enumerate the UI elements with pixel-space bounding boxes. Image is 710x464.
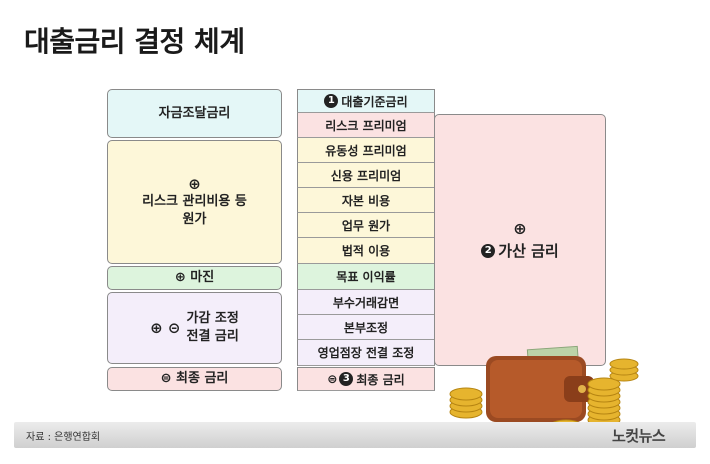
risk-costs-label-line2: 원가	[182, 212, 207, 227]
risk-costs-label-line1: 리스크 관리비용 등	[142, 194, 247, 209]
base-rate-cell: 1 대출기준금리	[297, 89, 435, 113]
page-title: 대출금리 결정 체계	[24, 25, 245, 58]
footer-bar	[14, 422, 696, 448]
plus-icon: ⊕	[513, 219, 527, 238]
middle-row: 부수거래감면	[297, 290, 435, 315]
middle-row: 업무 원가	[297, 213, 435, 238]
margin-box: ⊕ 마진	[107, 266, 282, 290]
middle-row-label: 본부조정	[343, 320, 389, 335]
spread-rate-label: 가산 금리	[498, 242, 559, 260]
left-final-rate-box: ⊜ 최종 금리	[107, 367, 282, 391]
middle-row-label: 목표 이익률	[336, 270, 396, 284]
middle-row-label: 영업점장 전결 조정	[317, 346, 415, 360]
adjust-box: ⊕ ⊝ 가감 조정 전결 금리	[107, 292, 282, 364]
adjust-label-line1: 가감 조정	[186, 311, 239, 326]
middle-final-rate-cell: ⊜ 3 최종 금리	[297, 367, 435, 391]
middle-row: 목표 이익률	[297, 264, 435, 290]
middle-row-label: 리스크 프리미엄	[325, 118, 407, 133]
middle-row: 영업점장 전결 조정	[297, 340, 435, 366]
source-text: 자료 : 은행연합회	[26, 432, 101, 443]
middle-row: 리스크 프리미엄	[297, 113, 435, 138]
equals-icon: ⊜	[327, 372, 338, 386]
margin-label: ⊕ 마진	[174, 270, 215, 285]
news-logo: 노컷뉴스	[612, 427, 666, 445]
middle-row: 법적 이용	[297, 238, 435, 264]
plus-icon: ⊕	[188, 175, 201, 193]
middle-row: 유동성 프리미엄	[297, 138, 435, 163]
left-final-rate-label: ⊜ 최종 금리	[160, 371, 229, 386]
number-two-icon: 2	[481, 243, 496, 258]
adjust-label-line2: 전결 금리	[186, 329, 239, 344]
funding-rate-label: 자금조달금리	[158, 105, 231, 121]
middle-row-label: 법적 이용	[341, 244, 391, 258]
base-rate-label: 대출기준금리	[341, 94, 408, 109]
risk-costs-box: ⊕ 리스크 관리비용 등 원가	[107, 140, 282, 264]
funding-rate-box: 자금조달금리	[107, 89, 282, 138]
middle-row: 신용 프리미엄	[297, 163, 435, 188]
plus-minus-icon: ⊕ ⊝	[150, 319, 181, 337]
number-three-icon: 3	[339, 372, 354, 386]
middle-row: 자본 비용	[297, 188, 435, 213]
middle-row-label: 신용 프리미엄	[330, 168, 402, 183]
middle-final-rate-label: 최종 금리	[356, 372, 405, 387]
middle-row: 본부조정	[297, 315, 435, 340]
number-one-icon: 1	[324, 94, 339, 108]
middle-row-label: 업무 원가	[341, 218, 391, 233]
middle-row-label: 부수거래감면	[332, 295, 400, 310]
middle-row-label: 자본 비용	[341, 193, 391, 208]
middle-row-label: 유동성 프리미엄	[325, 143, 407, 158]
spread-rate-box: ⊕ 2 가산 금리	[434, 114, 606, 366]
